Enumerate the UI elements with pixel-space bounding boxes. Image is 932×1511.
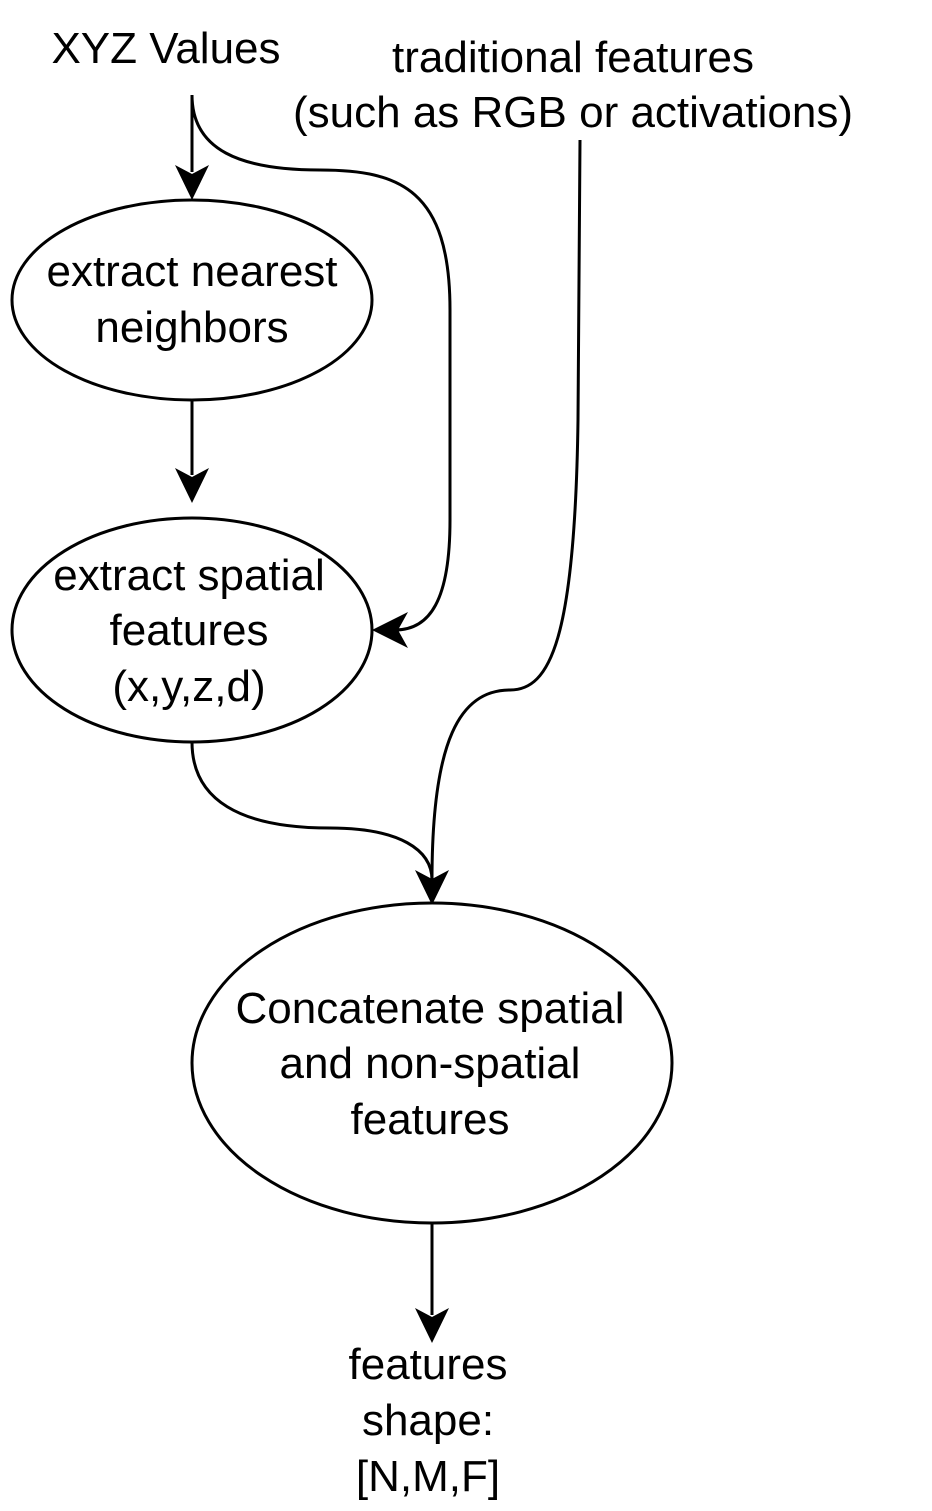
edges <box>175 94 582 1343</box>
node-concat-ellipse <box>190 901 674 1225</box>
arrowhead-spatial-top <box>175 468 209 503</box>
node-spatial-label-2: features <box>110 606 269 655</box>
node-concat-label-3: features <box>351 1095 510 1144</box>
node-concat-label-2: and non-spatial <box>280 1039 581 1088</box>
node-concatenate-features: Concatenate spatial and non-spatial feat… <box>190 901 674 1225</box>
node-spatial-label-1: extract spatial <box>53 551 324 600</box>
traditional-features-line-2: (such as RGB or activations) <box>293 88 853 137</box>
node-spatial-ellipse <box>10 516 374 744</box>
node-neighbors-label-1: extract nearest <box>46 247 337 296</box>
output-label-3: [N,M,F] <box>356 1452 500 1501</box>
node-neighbors-label-2: neighbors <box>95 303 288 352</box>
output-features-shape: features shape: [N,M,F] <box>349 1340 508 1501</box>
input-traditional-features: traditional features (such as RGB or act… <box>293 33 853 137</box>
input-xyz-values: XYZ Values <box>51 24 280 73</box>
arrowhead-output <box>415 1308 449 1343</box>
node-neighbors-ellipse <box>10 198 374 402</box>
edge-traditional-to-concat <box>430 139 582 881</box>
node-spatial-label-3: (x,y,z,d) <box>112 662 265 711</box>
node-concat-label-1: Concatenate spatial <box>236 984 625 1033</box>
output-label-1: features <box>349 1340 508 1389</box>
arrowhead-concat <box>415 870 449 905</box>
arrowhead-spatial-side <box>372 612 408 648</box>
traditional-features-line-1: traditional features <box>392 33 754 82</box>
node-extract-spatial-features: extract spatial features (x,y,z,d) <box>10 516 374 744</box>
edge-spatial-to-concat <box>190 741 434 881</box>
edge-xyz-to-spatial <box>190 94 452 632</box>
node-extract-nearest-neighbors: extract nearest neighbors <box>10 198 374 402</box>
arrowhead-neighbors <box>175 165 209 200</box>
output-label-2: shape: <box>362 1396 494 1445</box>
